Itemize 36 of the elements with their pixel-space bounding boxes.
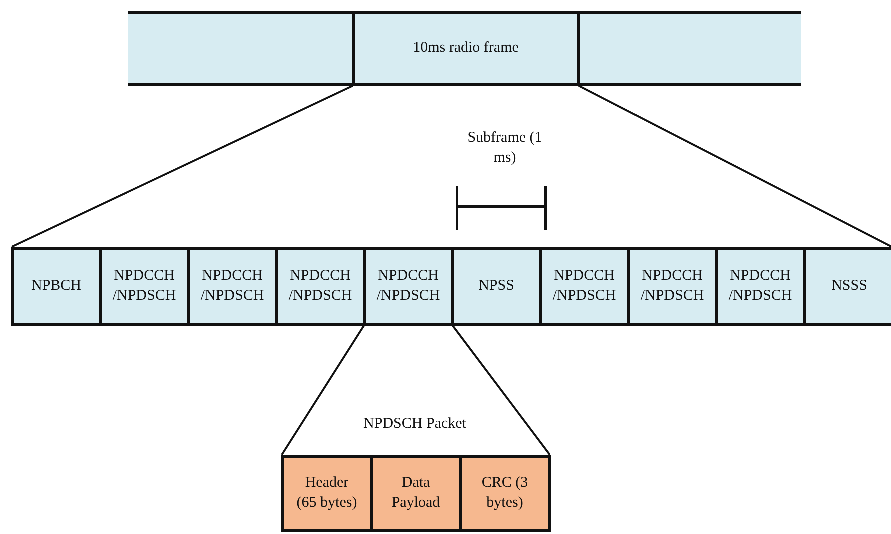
box-label: 10ms radio frame xyxy=(413,38,519,58)
box-label: NPDCCH /NPDSCH xyxy=(376,267,442,306)
expansion-line xyxy=(452,325,551,456)
subframe-box xyxy=(11,247,102,326)
dimension-label: Subframe (1 ms) xyxy=(466,129,544,168)
packet-field xyxy=(459,455,551,532)
subframe-box xyxy=(275,247,366,326)
frame-segment xyxy=(128,11,355,86)
packet-field xyxy=(370,455,462,532)
box-label: NPDCCH /NPDSCH xyxy=(728,267,794,306)
box-label: Data Payload xyxy=(390,474,442,512)
box-label: NPDCCH /NPDSCH xyxy=(288,267,354,306)
box-label: Header (65 bytes) xyxy=(296,474,358,512)
subframe-box xyxy=(363,247,454,326)
box-label: CRC (3 bytes) xyxy=(480,474,530,512)
subframe-box xyxy=(539,247,630,326)
box-label: NPDCCH /NPDSCH xyxy=(552,267,618,306)
box-label: NPSS xyxy=(478,276,514,296)
box-label: NPBCH xyxy=(31,276,82,296)
subframe-box xyxy=(803,247,891,326)
expansion-line xyxy=(578,85,891,248)
box-label: NPDCCH /NPDSCH xyxy=(200,267,266,306)
frame-segment xyxy=(352,11,580,86)
subframe-box xyxy=(715,247,806,326)
expansion-line xyxy=(281,325,365,456)
expansion-line xyxy=(12,85,354,248)
subframe-box xyxy=(451,247,542,326)
packet-field xyxy=(281,455,373,532)
subframe-box xyxy=(187,247,278,326)
box-label: NPDCCH /NPDSCH xyxy=(640,267,706,306)
subframe-box xyxy=(99,247,190,326)
packet-title: NPDSCH Packet xyxy=(362,415,468,434)
frame-segment xyxy=(577,11,801,86)
box-label: NPDCCH /NPDSCH xyxy=(112,267,178,306)
subframe-box xyxy=(627,247,718,326)
box-label: NSSS xyxy=(832,276,868,296)
